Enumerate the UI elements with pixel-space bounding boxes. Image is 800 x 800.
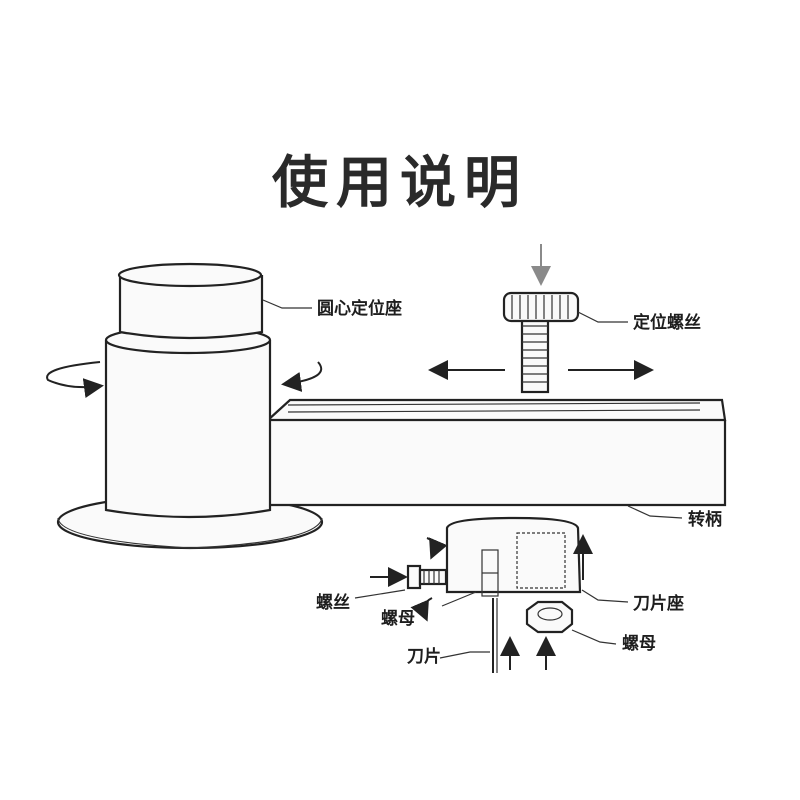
handle-bar <box>265 398 727 507</box>
label-screw: 螺丝 <box>316 592 350 613</box>
label-nut-left: 螺母 <box>381 609 415 629</box>
turn-arrow-bottom <box>410 597 433 622</box>
blade <box>492 598 498 673</box>
turn-arrow-top <box>426 537 448 560</box>
label-blade-seat: 刀片座 <box>633 593 684 614</box>
page-title: 使用说明 <box>272 150 528 216</box>
blade-holder <box>445 516 582 597</box>
label-blade: 刀片 <box>407 646 441 667</box>
label-handle: 转柄 <box>688 509 722 530</box>
label-nut-right: 螺母 <box>622 634 656 654</box>
rotation-arrow-right <box>281 361 323 392</box>
label-center-seat: 圆心定位座 <box>317 298 402 319</box>
label-locating-screw: 定位螺丝 <box>633 312 701 333</box>
side-screw <box>406 564 448 590</box>
center-locating-seat <box>117 262 264 340</box>
rotation-arrow-left <box>46 361 104 399</box>
locating-screw <box>502 291 580 394</box>
hex-nut <box>525 600 574 634</box>
main-cylinder <box>104 325 272 519</box>
leader-lines <box>262 299 683 659</box>
